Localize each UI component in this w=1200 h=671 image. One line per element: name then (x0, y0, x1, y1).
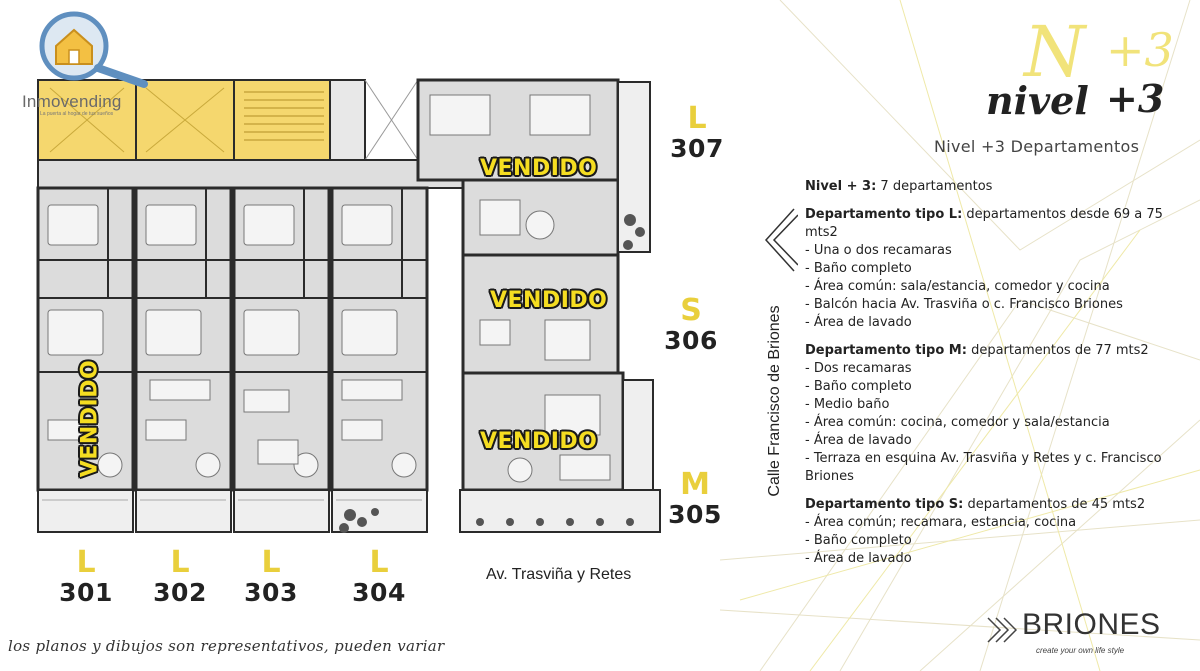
unit-label-301: L 301 (51, 548, 121, 608)
type-m-section: Departamento tipo M: departamentos de 77… (805, 342, 1185, 486)
type-s-label: Departamento tipo S: (805, 497, 964, 512)
type-l-desc: departamentos desde 69 a 75 mts2 (805, 207, 1163, 240)
unit-type: L (369, 545, 389, 580)
brand-tagline: create your own life style (1036, 646, 1125, 655)
unit-number: 305 (668, 500, 722, 529)
unit-number: 307 (670, 134, 724, 163)
unit-number: 302 (153, 578, 207, 607)
sold-label-301: VENDIDO (77, 359, 103, 478)
type-m-desc: departamentos de 77 mts2 (966, 343, 1149, 358)
list-item: - Balcón hacia Av. Trasviña o c. Francis… (805, 297, 1123, 312)
unit-type: L (76, 545, 96, 580)
sold-label-306: VENDIDO (490, 288, 608, 313)
summary-label: Nivel + 3: (805, 179, 877, 194)
list-item: - Área de lavado (805, 551, 912, 566)
list-item: - Área común; recamara, estancia, cocina (805, 515, 1077, 530)
briones-logo-mark (987, 617, 1018, 643)
unit-label-305: M 305 (660, 470, 730, 530)
list-item: - Área común: sala/estancia, comedor y c… (805, 279, 1110, 294)
background-lines-decoration (720, 0, 1200, 671)
type-s-desc: departamentos de 45 mts2 (963, 497, 1146, 512)
unit-type: L (687, 101, 707, 136)
list-item: - Área común: cocina, comedor y sala/est… (805, 415, 1110, 430)
sold-label-307: VENDIDO (480, 156, 598, 181)
street-label-briones: Calle Francisco de Briones (766, 305, 783, 497)
unit-label-306: S 306 (656, 296, 726, 356)
unit-type: L (170, 545, 190, 580)
unit-type: S (680, 293, 702, 328)
type-l-section: Departamento tipo L: departamentos desde… (805, 206, 1185, 332)
list-item: - Área de lavado (805, 315, 912, 330)
type-s-section: Departamento tipo S: departamentos de 45… (805, 496, 1185, 568)
unit-number: 301 (59, 578, 113, 607)
unit-number: 304 (352, 578, 406, 607)
level-mark-n: N (1022, 14, 1088, 93)
unit-label-304: L 304 (344, 548, 414, 608)
type-l-label: Departamento tipo L: (805, 207, 963, 222)
level-mark-number: +3 (1106, 76, 1164, 121)
unit-label-302: L 302 (145, 548, 215, 608)
list-item: - Una o dos recamaras (805, 243, 952, 258)
level-mark-word: nivel (986, 78, 1089, 123)
page-subtitle: Nivel +3 Departamentos (934, 137, 1140, 156)
logo-name: Inmovending (22, 92, 122, 111)
unit-label-307: L 307 (662, 104, 732, 164)
list-item: - Terraza en esquina Av. Trasviña y Rete… (805, 451, 1162, 484)
floor-plan (36, 78, 661, 533)
chevron-left-icon (764, 208, 798, 272)
level-mark-logo: N +3 nivel +3 (986, 14, 1174, 123)
logo-tagline: La puerta al hogar de tus sueños (40, 111, 114, 117)
summary-line: Nivel + 3: 7 departamentos (805, 178, 1185, 196)
unit-type: L (261, 545, 281, 580)
list-item: - Área de lavado (805, 433, 912, 448)
list-item: - Baño completo (805, 261, 912, 276)
inmovending-logo (39, 11, 148, 88)
list-item: - Baño completo (805, 379, 912, 394)
list-item: - Baño completo (805, 533, 912, 548)
unit-number: 303 (244, 578, 298, 607)
street-label-trasvina: Av. Trasviña y Retes (486, 566, 632, 583)
apartment-info: Nivel + 3: 7 departamentos Departamento … (805, 178, 1185, 568)
unit-type: M (680, 467, 710, 502)
unit-label-303: L 303 (236, 548, 306, 608)
brand-name: BRIONES (1022, 608, 1161, 641)
sold-label-305: VENDIDO (480, 429, 598, 454)
level-mark-plus: +3 (1106, 23, 1174, 77)
disclaimer-text: los planos y dibujos son representativos… (8, 637, 445, 655)
list-item: - Dos recamaras (805, 361, 912, 376)
summary-text: 7 departamentos (876, 179, 993, 194)
unit-number: 306 (664, 326, 718, 355)
type-m-label: Departamento tipo M: (805, 343, 967, 358)
list-item: - Medio baño (805, 397, 890, 412)
